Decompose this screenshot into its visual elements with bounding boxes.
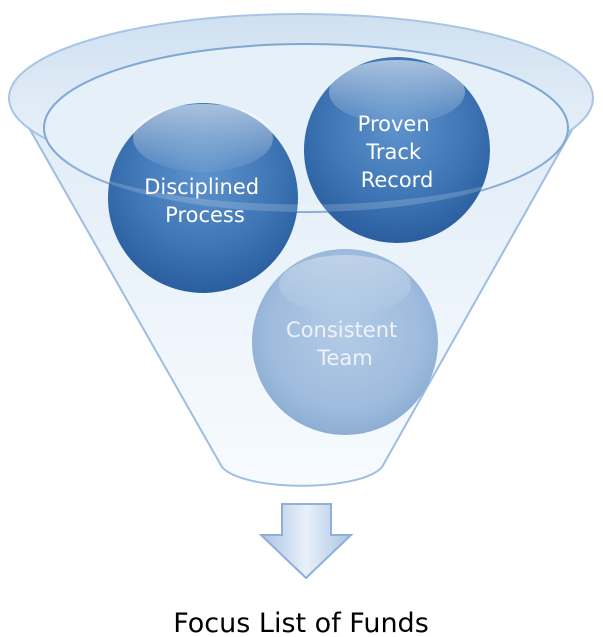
circle-proven-track-record: Proven Track Record bbox=[304, 57, 490, 243]
proven-track-record-label-line-1: Proven bbox=[358, 112, 430, 136]
proven-track-record-label-line-3: Record bbox=[361, 168, 434, 192]
proven-track-record-label-line-2: Track bbox=[365, 140, 422, 164]
disciplined-process-label-line-1: Disciplined bbox=[144, 175, 259, 199]
output-label: Focus List of Funds bbox=[173, 608, 429, 637]
disciplined-process-label-line-2: Process bbox=[165, 203, 245, 227]
circle-consistent-team: Consistent Team bbox=[252, 249, 438, 435]
svg-text:Consistent Team: Consistent Team bbox=[286, 318, 404, 370]
consistent-team-label-line-1: Consistent bbox=[286, 318, 397, 342]
circle-disciplined-process: Disciplined Process bbox=[108, 103, 298, 293]
svg-text:Disciplined Process: Disciplined Process bbox=[144, 175, 266, 227]
svg-text:Proven Track Recor: Proven Track Record bbox=[358, 112, 437, 192]
down-arrow-icon bbox=[258, 503, 354, 580]
consistent-team-label-line-2: Team bbox=[316, 346, 373, 370]
